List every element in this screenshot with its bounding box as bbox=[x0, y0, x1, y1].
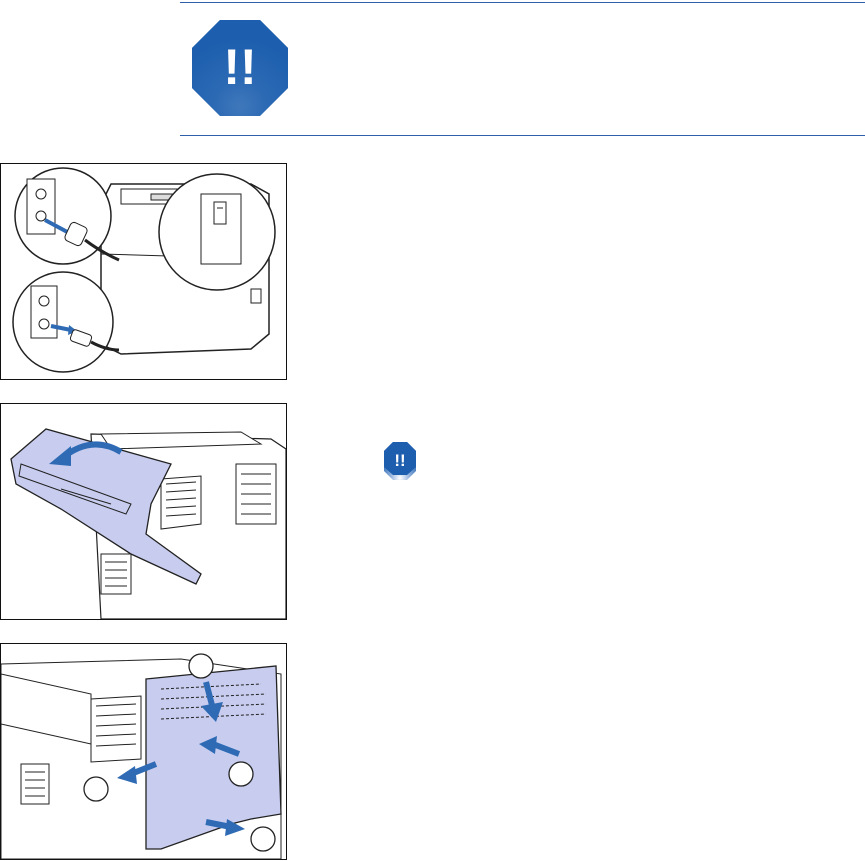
bottom-divider bbox=[180, 135, 865, 136]
top-divider bbox=[180, 2, 865, 3]
remove-side-cover-figure bbox=[0, 643, 287, 860]
wall-outlet-icon bbox=[27, 179, 55, 234]
callout-badge bbox=[84, 777, 108, 801]
callout-badge bbox=[229, 762, 253, 786]
power-switch-icon bbox=[251, 289, 261, 303]
warning-label: !! bbox=[394, 451, 405, 470]
warning-octagon-icon: !! bbox=[383, 441, 417, 481]
open-rear-door-figure bbox=[0, 403, 287, 620]
warning-label: !! bbox=[223, 39, 256, 95]
power-off-unplug-figure bbox=[0, 163, 287, 380]
callout-badge bbox=[189, 654, 213, 678]
warning-octagon-icon: !! bbox=[190, 18, 290, 118]
callout-badge bbox=[251, 827, 275, 851]
